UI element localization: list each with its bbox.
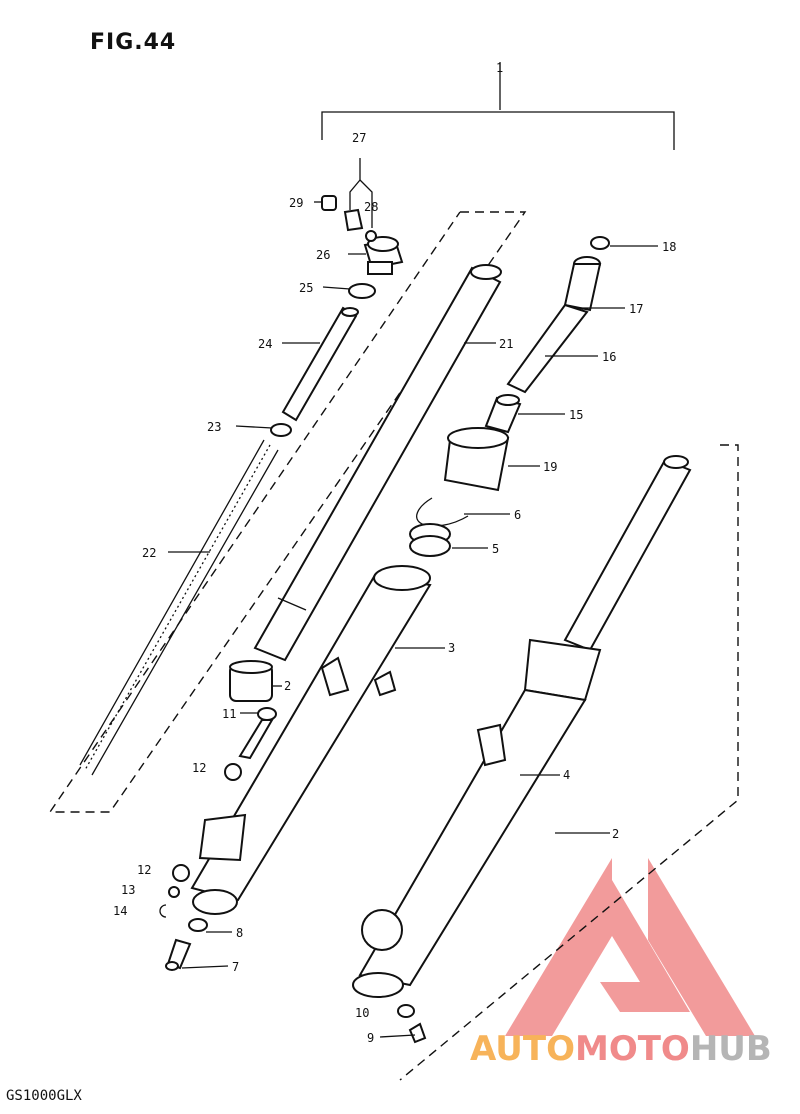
fork-cap-bolt [363,236,404,275]
watermark-text: AUTOMOTOHUB [470,1029,772,1069]
callout-8: 8 [236,926,243,940]
damper-rod-16 [506,303,589,394]
gasket-10 [397,1004,415,1018]
air-valve [343,208,364,232]
model-label: GS1000GLX [6,1088,82,1104]
callout-29: 29 [289,196,303,210]
outer-group-outline [399,444,739,1081]
callout-5: 5 [492,542,499,556]
inner-group-outline [48,211,527,813]
inner-tube [253,264,502,662]
bolt-9 [408,1022,427,1044]
figure-title: FIG.44 [90,30,177,55]
rebound-spring-15 [484,394,522,434]
left-outer-tube [190,565,432,915]
damper-rod-bolt [238,707,277,760]
spring-washer [270,423,292,437]
callout-3: 3 [448,641,455,655]
callout-16: 16 [602,350,616,364]
gasket-upper [224,763,242,781]
spacer-tube [281,306,359,422]
callout-14: 14 [113,904,127,918]
callout-13: 13 [121,883,135,897]
callout-26: 26 [316,248,330,262]
callout-27: 27 [352,131,366,145]
callout-12-upper: 12 [192,761,206,775]
o-ring [348,283,376,299]
valve-cap [321,195,337,211]
axle-holder-bolt [165,938,192,971]
drain-washer [188,918,208,932]
dust-seal-19 [443,427,510,492]
callout-12-lower: 12 [137,863,151,877]
callout-6: 6 [514,508,521,522]
gasket-lower [172,864,190,882]
watermark-logo-icon [505,858,755,1036]
assembly-bracket [321,62,675,150]
callout-24: 24 [258,337,272,351]
valve-o-ring [365,230,377,242]
washer-13 [168,886,180,898]
callout-labels: 1 2 2 3 4 5 6 7 8 9 10 11 12 12 13 14 15… [113,61,676,1045]
leader-lines [168,158,658,1038]
callout-1: 1 [496,61,503,75]
slide-bushing [229,660,273,702]
callout-2: 2 [612,827,619,841]
callout-18: 18 [662,240,676,254]
clip-14 [159,904,167,918]
callout-15: 15 [569,408,583,422]
stopper-ring-6 [416,497,469,527]
callout-25: 25 [299,281,313,295]
oil-seal-5 [409,523,451,557]
callout-10: 10 [355,1006,369,1020]
damper-rod-ring-17 [563,256,602,312]
callout-17: 17 [629,302,643,316]
callout-23: 23 [207,420,221,434]
fork-spring [79,439,279,776]
right-fork-assembly [352,455,692,998]
callout-2-bushing: 2 [284,679,291,693]
callout-4: 4 [563,768,570,782]
callout-19: 19 [543,460,557,474]
callout-9: 9 [367,1031,374,1045]
top-seal-18 [590,236,610,250]
callout-22: 22 [142,546,156,560]
callout-21: 21 [499,337,513,351]
callout-11: 11 [222,707,236,721]
callout-7: 7 [232,960,239,974]
callout-28: 28 [364,200,378,214]
